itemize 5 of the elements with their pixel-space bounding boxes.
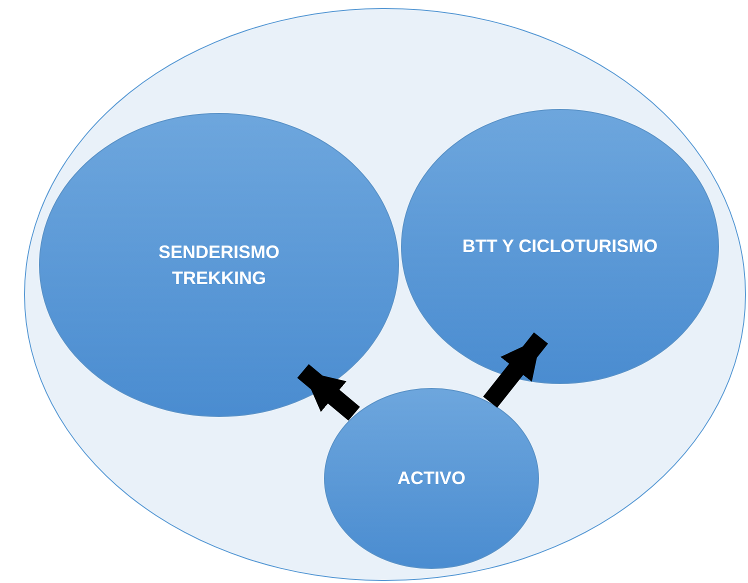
arrow bbox=[483, 332, 548, 408]
ellipse-label: SENDERISMO TREKKING bbox=[157, 240, 281, 290]
arrow bbox=[297, 364, 360, 421]
ellipse-label: BTT Y CICLOTURISMO bbox=[462, 235, 658, 258]
ellipse-label: ACTIVO bbox=[397, 467, 466, 490]
